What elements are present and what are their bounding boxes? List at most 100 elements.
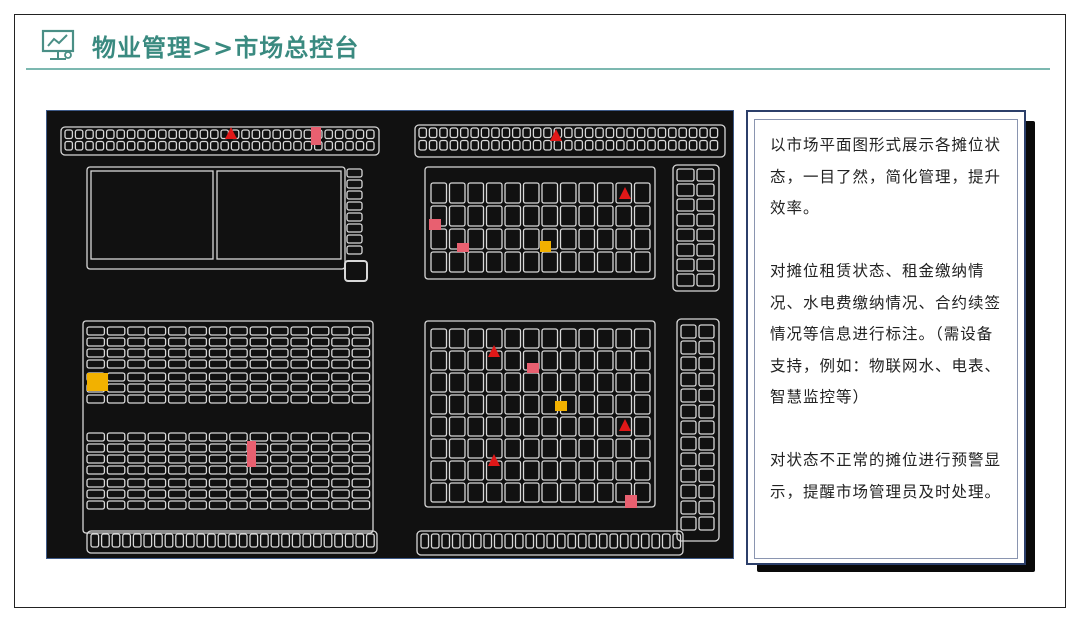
stall <box>346 179 363 189</box>
stall <box>167 383 187 393</box>
stall <box>615 182 633 204</box>
stall <box>302 533 312 548</box>
stall <box>345 140 354 151</box>
utility-room <box>344 260 368 282</box>
stall <box>441 533 451 549</box>
stall <box>420 533 430 549</box>
alert-marker[interactable] <box>488 454 500 466</box>
stall <box>238 533 248 548</box>
stall <box>485 328 503 349</box>
stall <box>331 383 350 393</box>
stall <box>85 129 94 140</box>
stall <box>290 372 310 382</box>
stall <box>122 533 132 548</box>
warning-stall-marker[interactable] <box>540 241 551 252</box>
stall <box>448 372 466 393</box>
stall <box>615 328 633 349</box>
warning-stall-marker[interactable] <box>555 401 567 411</box>
stall <box>346 190 363 200</box>
alert-marker[interactable] <box>225 127 237 139</box>
stall <box>485 416 503 437</box>
stall <box>709 139 719 151</box>
stall <box>541 460 559 481</box>
warning-stall-marker[interactable] <box>87 373 108 391</box>
stall <box>147 129 157 140</box>
stall <box>661 533 671 549</box>
stall <box>185 533 195 548</box>
stall <box>633 350 651 371</box>
stall <box>116 129 126 140</box>
stall <box>167 359 187 369</box>
stall <box>147 454 167 464</box>
stall <box>633 482 651 503</box>
stall <box>480 139 490 151</box>
alert-marker[interactable] <box>550 129 562 141</box>
stall <box>86 348 106 358</box>
stall <box>676 273 695 287</box>
stall <box>615 438 633 459</box>
stall <box>696 228 715 242</box>
stall <box>303 140 313 151</box>
stall <box>567 533 577 549</box>
stall <box>574 139 584 151</box>
stall <box>698 404 715 419</box>
stall <box>269 478 289 488</box>
alert-marker[interactable] <box>619 187 631 199</box>
stall <box>522 127 532 139</box>
stall <box>178 140 188 151</box>
stall <box>310 489 330 499</box>
stall <box>680 340 697 355</box>
stall <box>351 372 371 382</box>
stall <box>206 533 216 548</box>
stall <box>522 482 540 503</box>
stall <box>86 489 106 499</box>
stall <box>290 383 310 393</box>
stall <box>249 478 269 488</box>
unpaid-stall-marker[interactable] <box>311 127 321 145</box>
side-block-lower-right <box>676 318 720 542</box>
stall <box>269 443 289 453</box>
stall <box>282 129 292 140</box>
alert-marker[interactable] <box>488 345 500 357</box>
hall-lower-left <box>82 320 374 534</box>
stall <box>448 482 466 503</box>
stall <box>615 228 633 250</box>
stall <box>269 394 289 404</box>
stall <box>188 432 208 442</box>
stall <box>680 452 697 467</box>
stall <box>491 139 500 151</box>
market-floor-plan[interactable] <box>46 110 734 559</box>
stall <box>609 533 619 549</box>
unpaid-stall-marker[interactable] <box>527 363 539 373</box>
stall <box>596 372 614 393</box>
stall <box>355 140 365 151</box>
unpaid-stall-marker[interactable] <box>429 219 441 230</box>
hall-section <box>216 170 342 260</box>
stall <box>698 372 715 387</box>
stall <box>596 394 614 415</box>
hall-section <box>90 170 214 260</box>
stall <box>290 348 310 358</box>
stall <box>167 489 187 499</box>
stall <box>230 140 240 151</box>
stall <box>208 372 228 382</box>
stall <box>74 129 84 140</box>
stall <box>657 127 667 139</box>
stall <box>208 478 228 488</box>
alert-marker[interactable] <box>619 419 631 431</box>
unpaid-stall-marker[interactable] <box>625 495 637 508</box>
stall <box>522 372 540 393</box>
stall <box>467 482 485 503</box>
stall <box>249 533 259 548</box>
stall <box>430 350 448 371</box>
stall <box>137 140 146 151</box>
unpaid-stall-marker[interactable] <box>247 441 256 467</box>
stall <box>541 182 559 204</box>
stall <box>199 129 209 140</box>
stall <box>157 129 167 140</box>
stall <box>189 129 198 140</box>
stall <box>541 372 559 393</box>
stall <box>229 394 248 404</box>
unpaid-stall-marker[interactable] <box>457 243 469 252</box>
stall <box>251 140 261 151</box>
